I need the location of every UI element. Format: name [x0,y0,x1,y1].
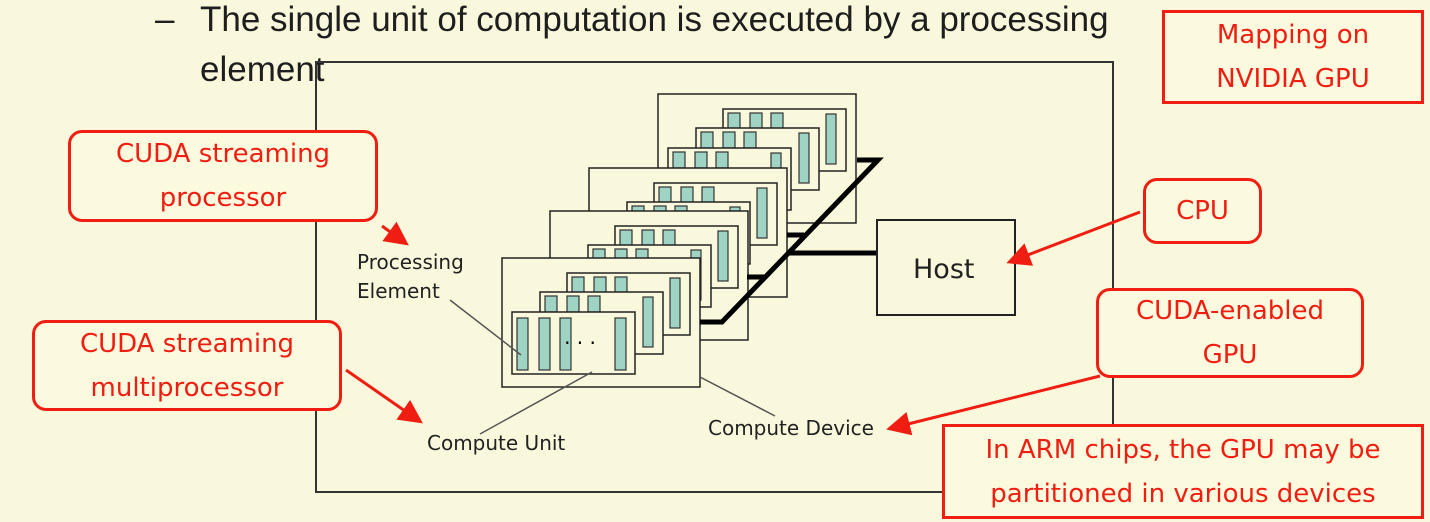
processing-element [544,295,558,313]
bus-line [700,157,884,325]
arrow-streaming-multiprocessor [345,368,423,424]
processing-element [669,277,681,329]
processing-element [619,229,633,247]
host-label: Host [913,254,975,285]
compute-unit-leader [479,371,593,435]
compute-device-label: Compute Device [708,416,874,440]
processing-element-label: Processing Element [357,248,464,306]
arrow-streaming-processor [381,221,409,246]
callout-text: CUDA streaming [79,328,295,359]
callout-cpu: CPU [1143,178,1262,244]
processing-element [722,131,736,149]
bullet-text-line2: element [200,50,325,89]
processing-element [715,151,729,169]
processing-element [680,186,694,204]
callout-arm-chips: In ARM chips, the GPU may be partitioned… [942,424,1424,519]
callout-text: CUDA-enabled [1136,296,1324,326]
callout-text: In ARM chips, the GPU may be [985,434,1381,465]
processing-element [770,112,784,130]
callout-text: CUDA streaming [115,139,331,169]
processing-element [538,317,551,371]
processing-element-leader [449,299,522,356]
bullet-text-line1: The single unit of computation is execut… [200,0,1109,39]
callout-text: Mapping on [1216,20,1370,50]
processing-element [662,229,676,247]
compute-device: · · · [501,257,701,388]
processing-element [559,317,572,371]
processing-element [743,131,757,149]
processing-element [571,276,585,294]
bullet-dash: – [155,0,175,39]
processing-element [614,317,627,371]
compute-unit: · · · [511,311,636,375]
callout-text: CPU [1176,196,1229,226]
processing-element [727,112,741,130]
callout-arrows [345,210,1141,436]
processing-element-label-line1: Processing [357,250,464,274]
diagram-frame [315,61,1114,493]
processing-element [566,295,580,313]
callout-text: multiprocessor [90,372,284,403]
processing-element [516,317,529,371]
processing-element [658,186,672,204]
leader-lines [449,299,776,435]
compute-unit-label: Compute Unit [427,431,566,455]
callout-cuda-enabled-gpu: CUDA-enabled GPU [1096,288,1364,378]
processing-element [614,276,628,294]
callout-text: partitioned in various devices [990,478,1376,509]
processing-element [700,131,714,149]
arrow-cuda-gpu [886,374,1101,436]
processing-element [756,187,768,239]
processing-element [641,229,655,247]
compute-device-leader [699,376,776,417]
processing-element [701,186,715,204]
processing-element [672,151,686,169]
callout-text: processor [159,183,287,213]
processing-element [642,296,654,348]
host-box [876,219,1016,316]
ellipsis: · · · [564,331,596,355]
system-bus [700,157,884,325]
processing-element [587,295,601,313]
processing-element-label-line2: Element [357,279,440,303]
processing-element [798,132,810,184]
processing-element [717,230,729,282]
arrow-cpu [1006,210,1141,266]
processing-element [694,151,708,169]
callout-text: NVIDIA GPU [1216,64,1370,94]
callout-text: GPU [1202,340,1258,370]
callout-mapping-nvidia-gpu: Mapping on NVIDIA GPU [1162,10,1424,104]
callout-streaming-multiprocessor: CUDA streaming multiprocessor [32,320,342,411]
processing-element [749,112,763,130]
processing-element [825,113,837,165]
compute-devices: · · · [501,93,857,388]
callout-streaming-processor: CUDA streaming processor [68,130,378,222]
processing-element [593,276,607,294]
